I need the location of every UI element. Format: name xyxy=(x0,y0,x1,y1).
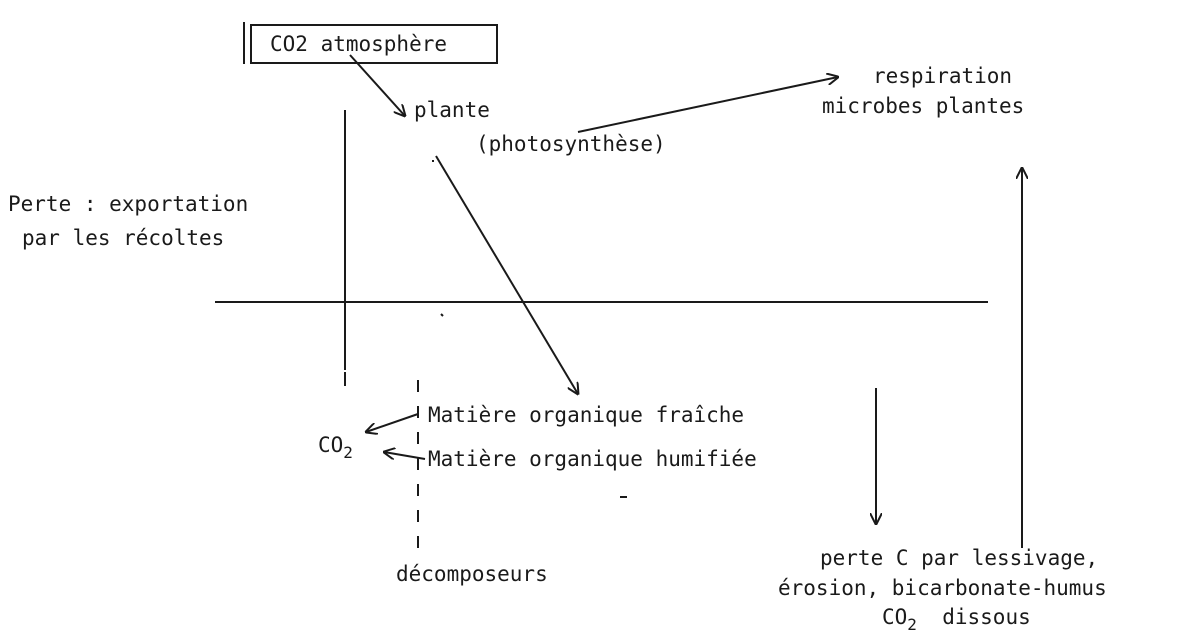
small-dash-mark xyxy=(440,313,444,317)
export-loss-sub-label: par les récoltes xyxy=(22,226,225,250)
co2-decomposition-label: CO2 xyxy=(318,433,353,462)
mo-fraiche-label: Matière organique fraîche xyxy=(428,403,745,427)
export-loss-label: Perte : exportation xyxy=(8,192,249,216)
mo-humifiee-label: Matière organique humifiée xyxy=(428,447,757,471)
carbon-loss-label: perte C par lessivage, xyxy=(820,546,1099,570)
dissolved-co2-label: CO2 dissous xyxy=(882,605,1031,634)
carbon-loss-sub-label: érosion, bicarbonate-humus xyxy=(778,576,1107,600)
respiration-label: respiration xyxy=(873,64,1013,88)
respiration-sub-label: microbes plantes xyxy=(822,94,1025,118)
decomposeurs-label: décomposeurs xyxy=(396,562,548,586)
arrow-co2-to-plante xyxy=(349,54,405,116)
plante-label: plante xyxy=(414,98,490,122)
co2-atmosphere-box xyxy=(250,24,498,64)
arrow-plante-to-respiration xyxy=(577,77,838,133)
arrow-plante-to-mo xyxy=(435,155,578,394)
photosynthese-label: (photosynthèse) xyxy=(476,132,666,156)
arrow-mo-fraiche-to-co2 xyxy=(366,413,419,432)
arrow-mo-humifiee-to-co2 xyxy=(384,452,426,460)
box-left-mark xyxy=(243,22,245,64)
co2-atmosphere-label: CO2 atmosphère xyxy=(270,32,448,56)
